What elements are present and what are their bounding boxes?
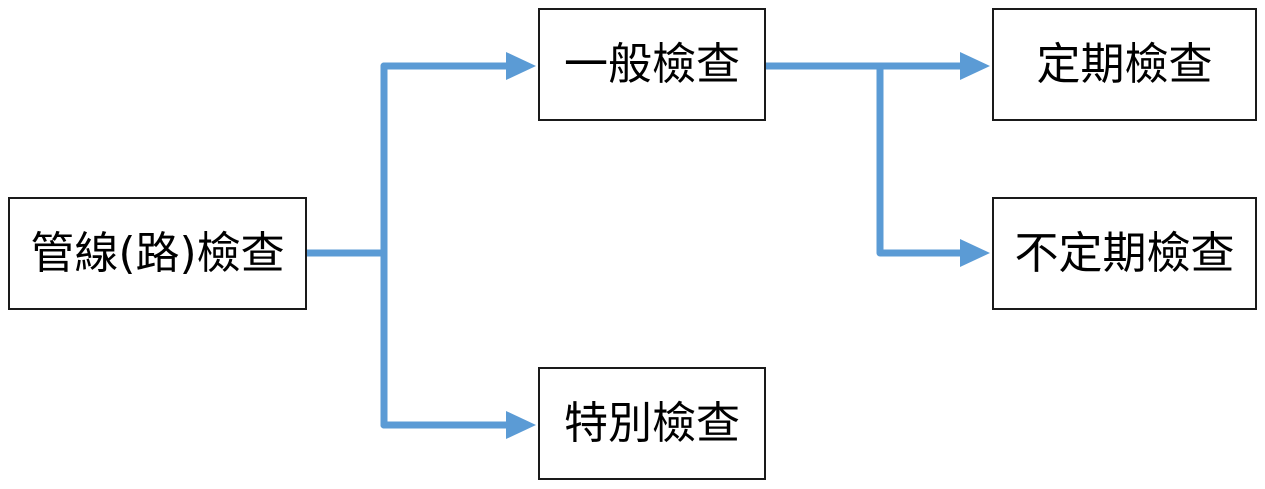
node-general-inspection-label: 一般檢查 <box>564 38 740 90</box>
node-irregular-inspection: 不定期檢查 <box>992 197 1257 310</box>
node-general-inspection: 一般檢查 <box>538 8 766 121</box>
arrowhead-irregular <box>960 239 990 267</box>
arrowhead-special <box>506 411 536 439</box>
node-regular-inspection: 定期檢查 <box>992 8 1257 121</box>
node-pipeline-inspection-label: 管線(路)檢查 <box>30 227 285 279</box>
node-pipeline-inspection: 管線(路)檢查 <box>8 197 307 310</box>
connector-general-to-irregular <box>876 62 968 257</box>
node-special-inspection-label: 特別檢查 <box>564 397 740 449</box>
arrowhead-regular <box>960 52 990 80</box>
node-irregular-inspection-label: 不定期檢查 <box>1014 227 1235 279</box>
arrowhead-general <box>506 52 536 80</box>
node-regular-inspection-label: 定期檢查 <box>1036 38 1213 90</box>
node-special-inspection: 特別檢查 <box>538 367 766 480</box>
